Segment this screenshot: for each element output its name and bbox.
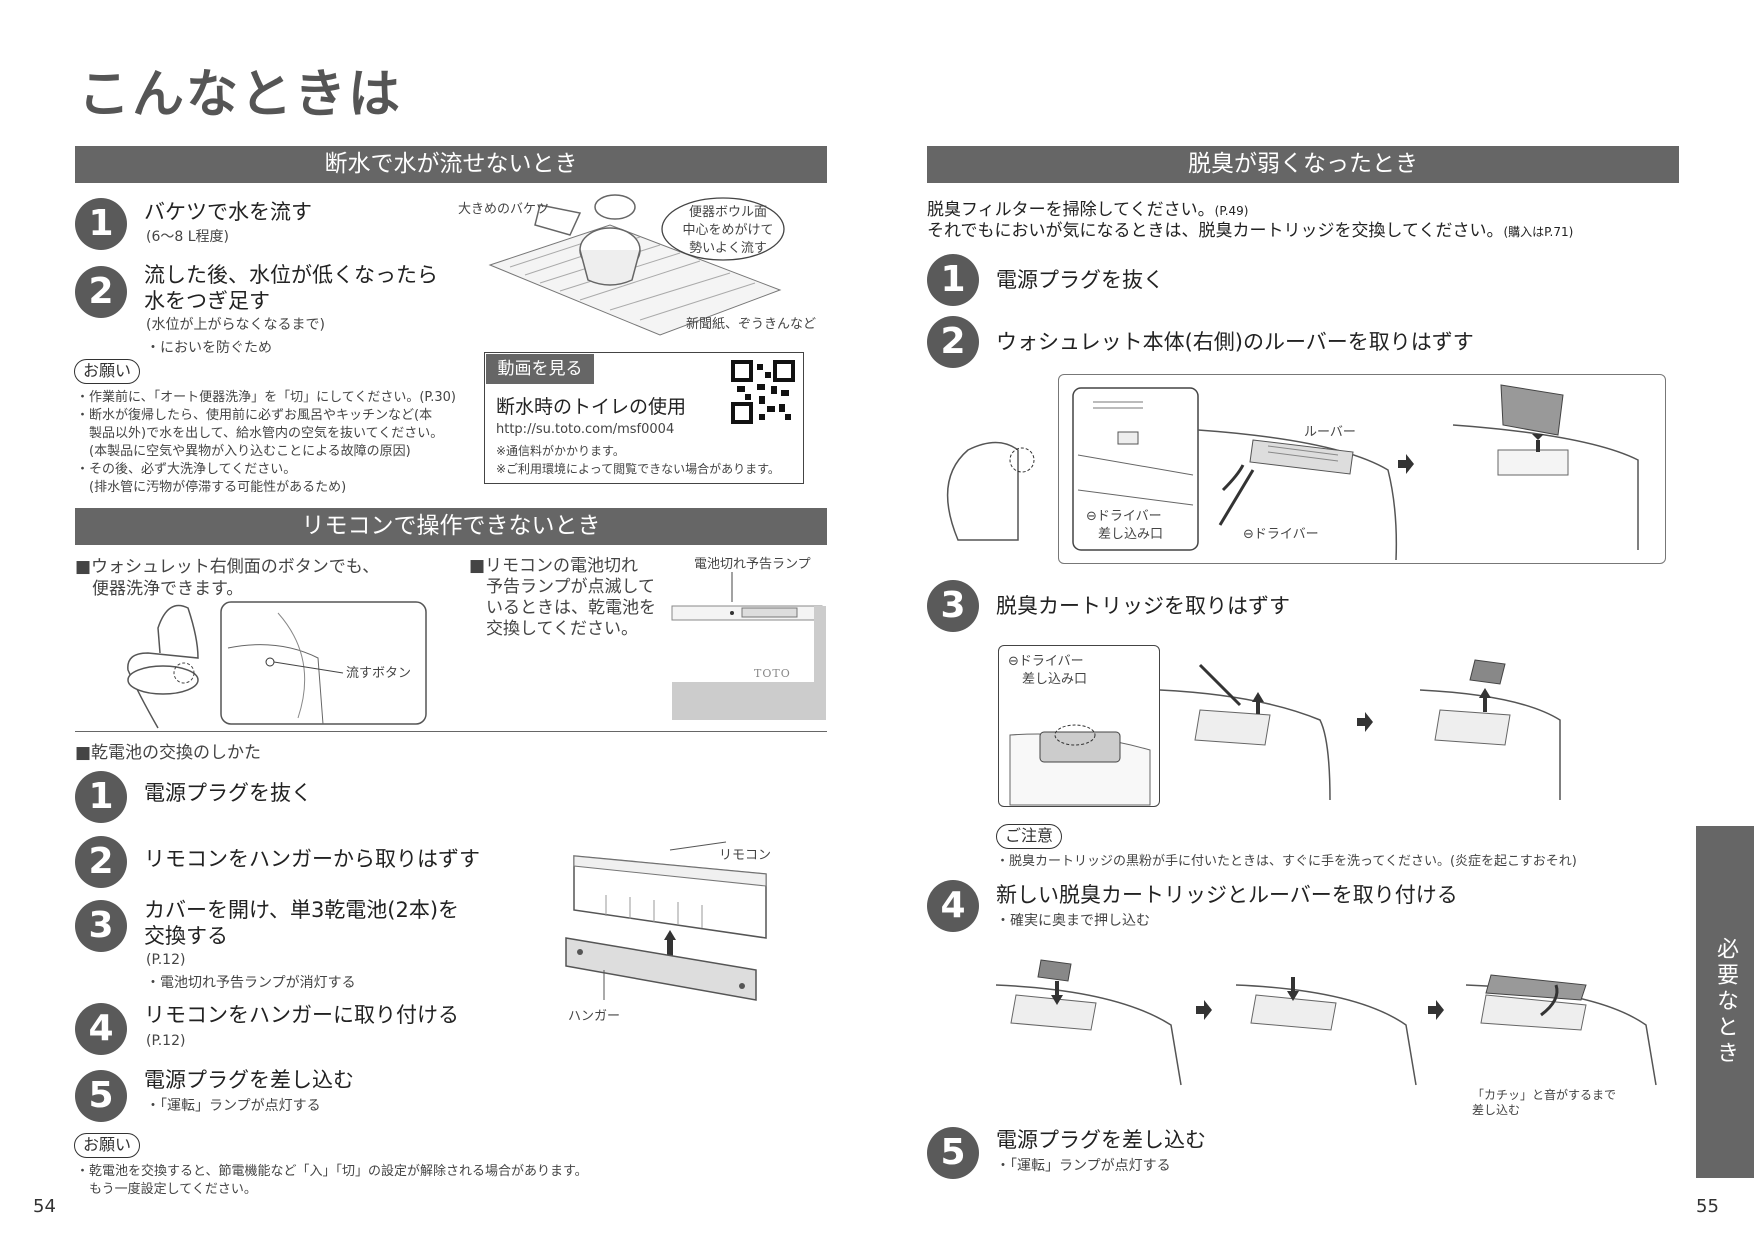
intro-text: 脱臭フィルターを掃除してください。(P.49) <box>927 200 1249 220</box>
video-note: ※通信料がかかります。 <box>496 444 625 458</box>
step-number: 3 <box>75 900 127 952</box>
video-title: 断水時のトイレの使用 <box>496 396 687 418</box>
request-badge: お願い <box>74 359 141 384</box>
page-title: こんなときは <box>78 65 403 125</box>
toilet-side-illustration <box>127 601 427 729</box>
point-text: 予告ランプが点滅して <box>469 577 655 597</box>
point-text: いるときは、乾電池を <box>469 598 656 618</box>
side-tab[interactable]: 必要なとき <box>1696 826 1754 1178</box>
step-title: リモコンをハンガーに取り付ける <box>144 1003 459 1027</box>
step-number: 2 <box>75 266 127 318</box>
step-note: ・電池切れ予告ランプが消灯する <box>146 975 356 991</box>
click-note: 差し込む <box>1472 1103 1521 1117</box>
request-text: ・その後、必ず大洗浄してください。 <box>76 462 297 477</box>
step-number: 1 <box>927 254 979 306</box>
request-text: ・乾電池を交換すると、節電機能など「入」「切」の設定が解除される場合があります。 <box>76 1164 588 1179</box>
bucket-label: 大きめのバケツ <box>458 202 550 217</box>
point-text: ■ウォシュレット右側面のボタンでも、 <box>75 557 380 577</box>
step-note: (P.12) <box>146 952 186 968</box>
louver-label: ルーバー <box>1304 425 1356 440</box>
louver-removal-illustration <box>946 384 1639 561</box>
divider <box>75 731 827 732</box>
step-title: リモコンをハンガーから取りはずす <box>144 847 480 871</box>
step-note: (6～8 L程度) <box>146 229 229 245</box>
step-note: ・においを防ぐため <box>146 340 272 356</box>
slot-label: ⊖ドライバー <box>1086 509 1162 524</box>
request-text: もう一度設定してください。 <box>76 1182 257 1197</box>
step-note: ・「運転」ランプが点灯する <box>146 1098 321 1114</box>
step-note: ・「運転」ランプが点灯する <box>996 1158 1171 1174</box>
step-number: 1 <box>75 198 127 250</box>
click-note: 「カチッ」と音がするまで <box>1472 1088 1617 1102</box>
step-number: 3 <box>927 580 979 632</box>
driver-label: ⊖ドライバー <box>1243 527 1319 542</box>
slot-label: 差し込み口 <box>1022 672 1088 687</box>
point-text: 便器洗浄できます。 <box>75 579 244 599</box>
step-number: 4 <box>927 880 979 932</box>
step-number: 1 <box>75 771 127 823</box>
page-number-left: 54 <box>33 1196 56 1217</box>
battery-heading: ■乾電池の交換のしかた <box>75 743 262 763</box>
step-title: 電源プラグを差し込む <box>996 1128 1206 1152</box>
step-title: 水をつぎ足す <box>144 289 270 313</box>
speech-bubble <box>661 197 785 261</box>
install-illustration <box>995 959 1657 1086</box>
step-note: (水位が上がらなくなるまで) <box>146 317 325 333</box>
bubble-text: 中心をめがけて <box>682 223 774 238</box>
request-text: ・断水が復帰したら、使用前に必ずお風呂やキッチンなど(本 <box>76 408 433 423</box>
request-text: 製品以外)で水を出して、給水管内の空気を抜いてください。 <box>76 426 444 441</box>
step-title: 脱臭カートリッジを取りはずす <box>996 594 1290 618</box>
step-title: カバーを開け、単3乾電池(2本)を <box>144 898 460 922</box>
step-number: 5 <box>75 1070 127 1122</box>
request-badge: お願い <box>74 1133 141 1158</box>
section-header-water: 断水で水が流せないとき <box>75 146 827 183</box>
video-tag: 動画を見る <box>486 354 594 384</box>
point-text: 交換してください。 <box>469 619 638 639</box>
point-text: ■リモコンの電池切れ <box>469 556 639 576</box>
qr-code-icon <box>731 360 795 424</box>
step-title: 交換する <box>144 924 228 948</box>
request-text: (本製品に空気や異物が入り込むことによる故障の原因) <box>76 444 411 459</box>
page-number-right: 55 <box>1696 1196 1719 1217</box>
section-header-remote: リモコンで操作できないとき <box>75 508 827 545</box>
request-text: ・作業前に、「オート便器洗浄」を「切」にしてください。(P.30) <box>76 390 456 405</box>
slot-label: 差し込み口 <box>1098 527 1164 542</box>
video-note: ※ご利用環境によって閲覧できない場合があります。 <box>496 462 780 476</box>
step-number: 4 <box>75 1003 127 1055</box>
bubble-text: 勢いよく流す <box>689 241 767 256</box>
bucket-illustration <box>488 194 782 336</box>
step-number: 2 <box>75 836 127 888</box>
step-title: 電源プラグを抜く <box>996 268 1164 292</box>
caution-text: ・脱臭カートリッジの黒粉が手に付いたときは、すぐに手を洗ってください。(炎症を起… <box>996 854 1577 869</box>
bubble-text: 便器ボウル面 <box>688 205 767 220</box>
step-title: 電源プラグを差し込む <box>144 1068 354 1092</box>
step-note: ・確実に奥まで押し込む <box>996 913 1150 929</box>
step-title: 新しい脱臭カートリッジとルーバーを取り付ける <box>996 883 1458 907</box>
step-title: バケツで水を流す <box>144 200 312 224</box>
brand-logo: TOTO <box>754 667 791 680</box>
cartridge-removal-illustration <box>1009 659 1561 806</box>
remote-hanger-illustration <box>565 841 767 1001</box>
step-number: 5 <box>927 1127 979 1179</box>
remote-lamp-illustration <box>671 572 827 720</box>
video-url[interactable]: http://su.toto.com/msf0004 <box>496 422 675 437</box>
slot-label: ⊖ドライバー <box>1008 654 1084 669</box>
intro-text: それでもにおいが気になるときは、脱臭カートリッジを交換してください。(購入はP.… <box>927 221 1574 241</box>
remote-label: リモコン <box>719 848 772 863</box>
section-header-deodorizer: 脱臭が弱くなったとき <box>927 146 1679 183</box>
hanger-label: ハンガー <box>568 1009 621 1024</box>
step-title: ウォシュレット本体(右側)のルーバーを取りはずす <box>996 330 1474 354</box>
paper-label: 新聞紙、ぞうきんなど <box>686 317 817 332</box>
caution-badge: ご注意 <box>996 824 1063 849</box>
lamp-label: 電池切れ予告ランプ <box>694 557 811 572</box>
step-number: 2 <box>927 316 979 368</box>
flush-button-label: 流すボタン <box>346 666 412 681</box>
step-note: (P.12) <box>146 1033 186 1049</box>
step-title: 電源プラグを抜く <box>144 781 312 805</box>
request-text: (排水管に汚物が停滞する可能性があるため) <box>76 480 347 495</box>
step-title: 流した後、水位が低くなったら <box>144 263 438 287</box>
